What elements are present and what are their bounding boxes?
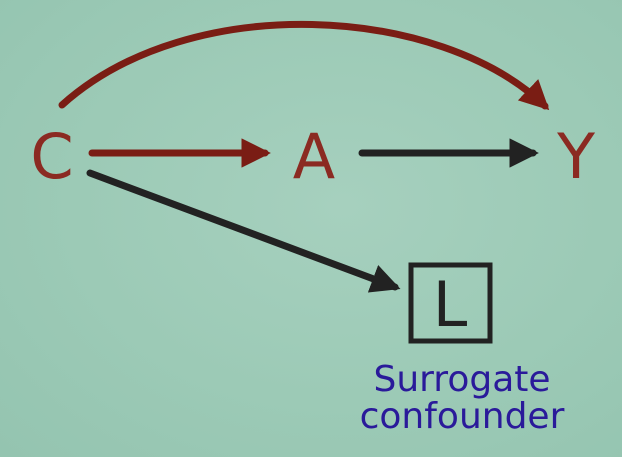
node-a: A [293,120,335,193]
annotation-line-1: Surrogate [373,359,550,400]
edge-c-to-y [58,21,550,111]
node-l: L [433,268,468,341]
annotation-line-2: confounder [360,396,565,437]
node-c: C [30,120,73,193]
node-y: Y [556,120,595,193]
node-l-box [408,262,493,344]
edge-c-to-l [86,169,401,293]
